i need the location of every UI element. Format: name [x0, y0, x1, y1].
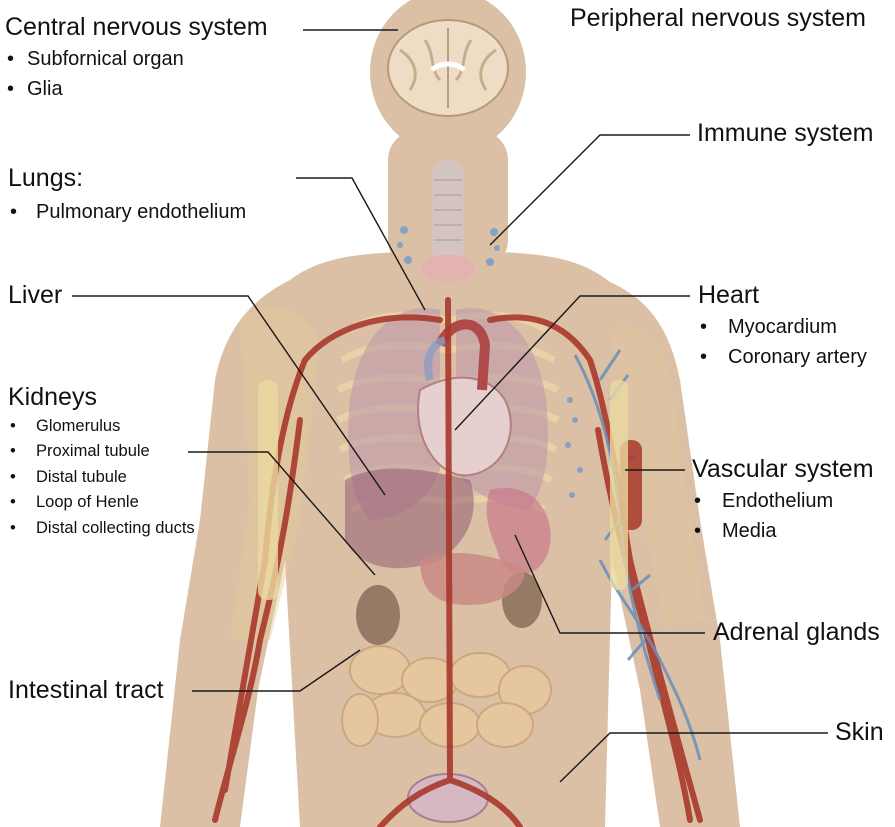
label-vascular: Vascular system Endothelium Media [692, 455, 874, 546]
cns-item: Subfornical organ [5, 44, 268, 74]
kidneys-list: Glomerulus Proximal tubule Distal tubule… [8, 414, 195, 542]
kidneys-item: Loop of Henle [8, 490, 195, 516]
line-immune [490, 135, 690, 245]
vascular-list: Endothelium Media [692, 486, 874, 546]
thyroid [422, 254, 474, 282]
lungs-item: Pulmonary endothelium [8, 197, 246, 227]
trachea [432, 160, 464, 270]
heart-list: Myocardium Coronary artery [698, 312, 867, 372]
vascular-item: Endothelium [692, 486, 874, 516]
label-lungs: Lungs: Pulmonary endothelium [8, 164, 246, 227]
kidneys-item: Proximal tubule [8, 439, 195, 465]
label-heart: Heart Myocardium Coronary artery [698, 281, 867, 372]
lungs-list: Pulmonary endothelium [8, 197, 246, 227]
lungs-title: Lungs: [8, 164, 246, 193]
label-immune: Immune system [697, 119, 873, 148]
kidneys-item: Glomerulus [8, 414, 195, 440]
heart-item: Myocardium [698, 312, 867, 342]
cns-item: Glia [5, 74, 268, 104]
label-cns: Central nervous system Subfornical organ… [5, 13, 268, 104]
label-kidneys: Kidneys Glomerulus Proximal tubule Dista… [8, 383, 195, 541]
label-adrenal: Adrenal glands [713, 618, 880, 647]
kidneys-title: Kidneys [8, 383, 195, 412]
label-skin: Skin [835, 718, 884, 747]
heart-item: Coronary artery [698, 342, 867, 372]
right-kidney [356, 585, 400, 645]
heart-title: Heart [698, 281, 867, 310]
vascular-title: Vascular system [692, 455, 874, 484]
label-intestinal: Intestinal tract [8, 676, 164, 705]
label-pns: Peripheral nervous system [570, 4, 866, 33]
kidneys-item: Distal collecting ducts [8, 516, 195, 542]
label-liver: Liver [8, 281, 62, 310]
cns-list: Subfornical organ Glia [5, 44, 268, 104]
vascular-item: Media [692, 516, 874, 546]
kidneys-item: Distal tubule [8, 465, 195, 491]
brain [388, 20, 508, 116]
cns-title: Central nervous system [5, 13, 268, 42]
